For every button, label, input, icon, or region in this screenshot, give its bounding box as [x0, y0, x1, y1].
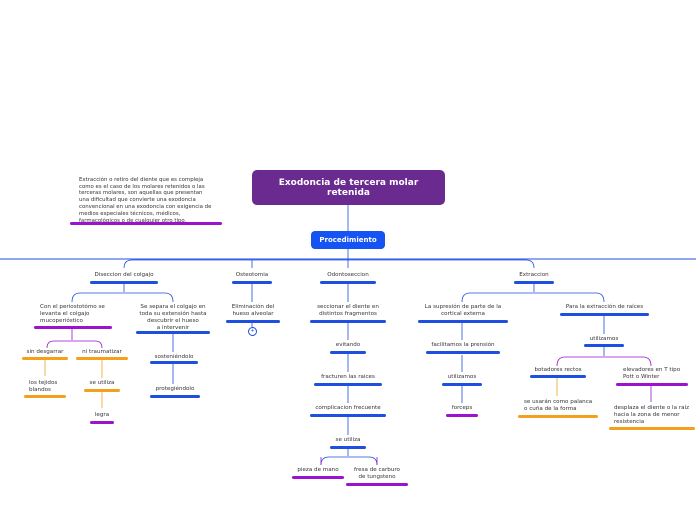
node-protegiendolo[interactable]: protegiéndolo — [150, 386, 200, 398]
node-utilizamos-elevadores[interactable]: utilizamos — [584, 336, 624, 347]
node-supresion-cortical[interactable]: La supresión de parte de la cortical ext… — [418, 304, 508, 323]
node-sin-desgarrar[interactable]: sin desgarrar — [22, 349, 68, 360]
main-topic[interactable]: Exodoncia de tercera molar retenida — [252, 170, 445, 205]
node-extraccion-raices[interactable]: Para la extracción de raíces — [560, 304, 649, 316]
node-fracturen-raices[interactable]: fracturen las raices — [314, 374, 382, 386]
node-desplaza-diente[interactable]: desplaza el diente o la raíz hacia la zo… — [609, 405, 695, 430]
node-se-utiliza-legra[interactable]: se utiliza — [84, 380, 120, 392]
node-fresa-carburo[interactable]: fresa de carburo de tungsteno — [346, 467, 408, 486]
node-complicacion-frecuente[interactable]: complicacion frecuente — [310, 405, 386, 417]
node-eliminacion-hueso[interactable]: Eliminación del hueso alveolar — [226, 304, 280, 323]
node-ni-traumatizar[interactable]: ni traumatizar — [76, 349, 128, 360]
node-diseccion[interactable]: Diseccion del colgajo — [90, 272, 158, 284]
node-extraccion[interactable]: Extraccion — [514, 272, 554, 284]
node-legra[interactable]: legra — [90, 412, 114, 424]
procedure-node[interactable]: Procedimiento — [311, 231, 385, 249]
definition-underline — [70, 222, 222, 225]
node-botadores-rectos[interactable]: botadores rectos — [530, 367, 586, 378]
node-forceps[interactable]: forceps — [446, 405, 478, 417]
node-seccionar-diente[interactable]: seccionar el diente en distintos fragmen… — [310, 304, 386, 323]
node-odontoseccion[interactable]: Odontoseccion — [320, 272, 376, 284]
node-se-utiliza-fresa[interactable]: se utiliza — [330, 437, 366, 449]
node-separa-colgajo[interactable]: Se separa el colgajo en toda su extensió… — [136, 304, 210, 334]
node-sosteniendolo[interactable]: sosteniéndolo — [150, 354, 198, 364]
node-evitando[interactable]: evitando — [330, 342, 366, 354]
node-elevadores-t[interactable]: elevadores en T tipo Pott o Winter — [616, 367, 688, 386]
node-palanca-cuna[interactable]: se usarán como palanca o cuña de la form… — [518, 399, 598, 418]
node-periostotomo[interactable]: Con el periostotómo se levanta el colgaj… — [34, 304, 112, 329]
definition-text: Extracción o retiro del diente que es co… — [79, 176, 212, 224]
node-tejidos-blandos[interactable]: los tejidos blandos — [24, 380, 66, 398]
node-facilitamos-prension[interactable]: facilitamos la prensión — [426, 342, 500, 354]
expand-icon[interactable]: + — [248, 327, 257, 336]
node-osteotomia[interactable]: Osteotomia — [232, 272, 272, 284]
definition-note: Extracción o retiro del diente que es co… — [70, 170, 222, 225]
node-pieza-de-mano[interactable]: pieza de mano — [292, 467, 344, 479]
node-utilizamos-forceps[interactable]: utilizamos — [442, 374, 482, 386]
